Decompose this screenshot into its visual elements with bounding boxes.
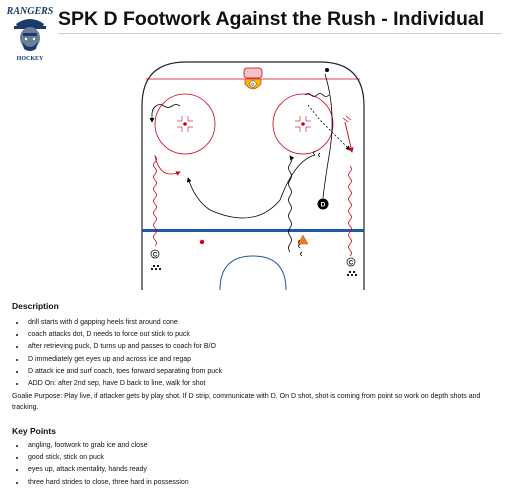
goalie-purpose: Goalie Purpose: Play live, if attacker g… — [12, 393, 481, 411]
mascot-icon — [14, 19, 46, 51]
logo-top-text: RANGERS — [6, 6, 54, 17]
blue-line — [142, 229, 364, 232]
faceoff-circle-left — [154, 93, 216, 155]
neutral-dot-left — [199, 239, 205, 245]
faceoff-hashmarks-left — [177, 116, 193, 132]
rangers-logo: RANGERS HOCKEY — [6, 6, 54, 62]
description-item: D attack ice and surf coach, toes forwar… — [26, 366, 222, 378]
title-divider — [58, 33, 502, 34]
rink-boards — [141, 61, 365, 290]
skate-path-long — [322, 73, 333, 199]
key-points-list: angling, footwork to grab ice and close … — [12, 440, 189, 489]
faceoff-dot-right — [301, 122, 305, 126]
defense-marker: D — [317, 198, 329, 210]
description-list: drill starts with d gapping heels first … — [12, 317, 222, 390]
key-point-item: eyes up, attack mentality, hands ready — [26, 464, 189, 476]
skate-path-wavy-left — [149, 104, 181, 123]
puck-pile-left — [150, 264, 162, 271]
coach-label-left: C — [153, 253, 158, 259]
rink-diagram: G C — [141, 61, 365, 290]
defense-label: D — [321, 202, 326, 209]
key-points-heading: Key Points — [12, 426, 56, 436]
key-point-item: three hard strides to close, three hard … — [26, 477, 189, 489]
description-item: D immediately get eyes up and across ice… — [26, 354, 222, 366]
description-heading: Description — [12, 301, 59, 311]
skate-path-dashed — [307, 104, 351, 151]
description-item: after retrieving puck, D turns up and pa… — [26, 341, 222, 353]
description-item: coach attacks dot, D needs to force out … — [26, 329, 222, 341]
key-point-item: good stick, stick on puck — [26, 452, 189, 464]
puck-path-top-right — [344, 121, 354, 153]
faceoff-dot-left — [183, 122, 187, 126]
goalie-icon: G — [249, 80, 257, 88]
skate-path-stops — [298, 150, 321, 257]
page-title: SPK D Footwork Against the Rush - Indivi… — [58, 8, 485, 30]
coach-marker-left: C — [150, 249, 160, 259]
coach-marker-right: C — [346, 257, 356, 267]
goal-net — [243, 67, 263, 79]
description-item: drill starts with d gapping heels first … — [26, 317, 222, 329]
puck-path-right — [348, 165, 352, 257]
svg-text:G: G — [251, 82, 255, 87]
skate-path-coach-attack — [186, 154, 316, 219]
logo-bottom-text: HOCKEY — [17, 56, 44, 62]
puck-top-right — [325, 68, 329, 72]
skate-path-wavy-backward — [288, 155, 295, 253]
faceoff-circle-right — [272, 93, 334, 155]
center-circle — [219, 255, 287, 290]
puck-pile-right — [346, 270, 358, 277]
cone-icon — [297, 234, 309, 245]
puck-path-left — [153, 154, 181, 247]
key-point-item: angling, footwork to grab ice and close — [26, 440, 189, 452]
faceoff-hashmarks-right — [295, 116, 311, 132]
coach-label-right: C — [349, 261, 354, 267]
pass-hash-marks — [342, 115, 352, 123]
description-item: ADD On: after 2nd sep, have D back to li… — [26, 378, 222, 390]
skate-path-wavy-right — [304, 93, 330, 97]
